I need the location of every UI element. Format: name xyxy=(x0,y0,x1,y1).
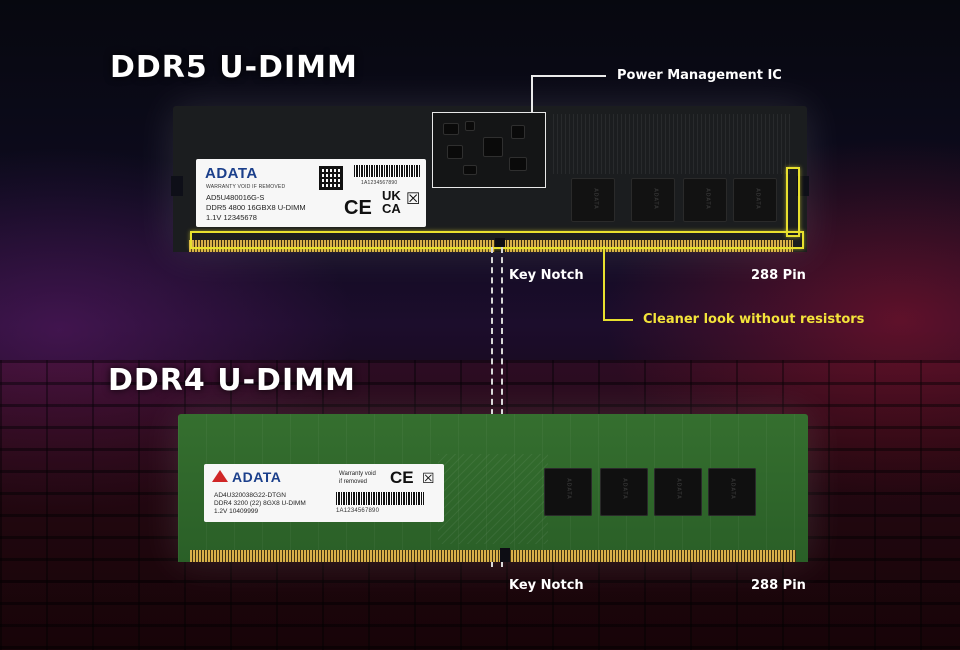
ddr4-brand-logo: ADATA xyxy=(232,469,282,485)
ddr5-key-notch xyxy=(495,238,505,252)
ddr4-warranty-line1: Warranty void xyxy=(339,471,376,477)
ddr4-product-label: ADATA Warranty void if removed CE ☒ AD4U… xyxy=(204,464,444,522)
ddr5-voltage: 1.1V 12345678 xyxy=(206,213,257,222)
ukca-mark-bottom: CA xyxy=(382,201,401,216)
weee-bin-icon: ☒ xyxy=(422,470,435,486)
ddr5-dram-chip: ADATA xyxy=(571,178,615,222)
ddr4-barcode-number: 1A1234567890 xyxy=(336,508,380,514)
ddr4-dram-chip: ADATA xyxy=(708,468,756,516)
ce-mark-icon: CE xyxy=(344,197,372,219)
cleaner-look-label: Cleaner look without resistors xyxy=(643,312,865,327)
pmic-label: Power Management IC xyxy=(617,68,782,83)
ukca-mark-top: UK xyxy=(382,188,401,203)
ddr5-product-label: ADATA WARRANTY VOID IF REMOVED 1A1234567… xyxy=(196,159,426,227)
weee-bin-icon: ☒ xyxy=(406,191,421,208)
qr-code-icon xyxy=(319,166,343,190)
ddr5-dram-chip: ADATA xyxy=(733,178,777,222)
ddr5-gold-contacts xyxy=(189,240,793,252)
ddr4-dram-chip: ADATA xyxy=(600,468,648,516)
pmic-component xyxy=(447,145,463,159)
ddr5-side-notch-right xyxy=(797,176,809,196)
pmic-callout-line-horizontal xyxy=(531,75,606,77)
ce-mark-icon: CE xyxy=(390,468,414,487)
ddr4-heading: DDR4 U-DIMM xyxy=(108,363,356,398)
ddr5-barcode-number: 1A1234567890 xyxy=(361,180,398,186)
ddr5-warranty-text: WARRANTY VOID IF REMOVED xyxy=(206,184,286,190)
ddr5-brand-logo: ADATA xyxy=(205,165,258,182)
pmic-component xyxy=(511,125,525,139)
resistor-area-highlight xyxy=(786,167,800,237)
cleaner-callout-line-vertical xyxy=(603,246,605,320)
ddr4-gold-contacts xyxy=(190,550,796,562)
ddr4-dram-chip: ADATA xyxy=(544,468,592,516)
pmic-component xyxy=(443,123,459,135)
ddr5-side-notch-left xyxy=(171,176,183,196)
ddr4-key-notch xyxy=(500,548,510,562)
ddr5-part-number: AD5U480016G-S xyxy=(206,193,265,202)
barcode-icon xyxy=(336,492,424,505)
pin-count-label-ddr4: 288 Pin xyxy=(751,578,806,593)
ddr4-module: ADATA Warranty void if removed CE ☒ AD4U… xyxy=(178,414,808,562)
ddr5-dram-chip: ADATA xyxy=(683,178,727,222)
pin-count-label-ddr5: 288 Pin xyxy=(751,268,806,283)
pmic-chip-area xyxy=(432,112,546,188)
barcode-icon xyxy=(354,165,420,177)
adata-logo-icon xyxy=(212,470,228,482)
ddr4-pcb-traces xyxy=(438,454,548,544)
ddr5-spec: DDR5 4800 16GBX8 U-DIMM xyxy=(206,203,306,212)
pmic-component xyxy=(465,121,475,131)
ddr5-pcb-pads xyxy=(553,114,793,174)
ddr5-module: ADATA WARRANTY VOID IF REMOVED 1A1234567… xyxy=(171,106,809,252)
pmic-callout-line-vertical xyxy=(531,75,533,113)
ddr4-warranty-line2: if removed xyxy=(339,479,368,485)
pmic-component xyxy=(509,157,527,171)
ddr5-dram-chip: ADATA xyxy=(631,178,675,222)
ddr4-dram-chip: ADATA xyxy=(654,468,702,516)
pmic-component xyxy=(463,165,477,175)
ddr4-voltage: 1.2V 10409999 xyxy=(214,508,259,515)
cleaner-callout-line-horizontal xyxy=(603,319,633,321)
ddr4-spec: DDR4 3200 (22) 8GX8 U-DIMM xyxy=(214,500,306,507)
key-notch-label-ddr5: Key Notch xyxy=(509,268,584,283)
ddr4-part-number: AD4U320038G22-DTGN xyxy=(214,492,286,499)
ddr5-heading: DDR5 U-DIMM xyxy=(110,50,358,85)
ddr5-pin-highlight xyxy=(190,231,804,249)
pmic-ic xyxy=(483,137,503,157)
key-notch-label-ddr4: Key Notch xyxy=(509,578,584,593)
key-notch-alignment-guide xyxy=(491,247,503,567)
